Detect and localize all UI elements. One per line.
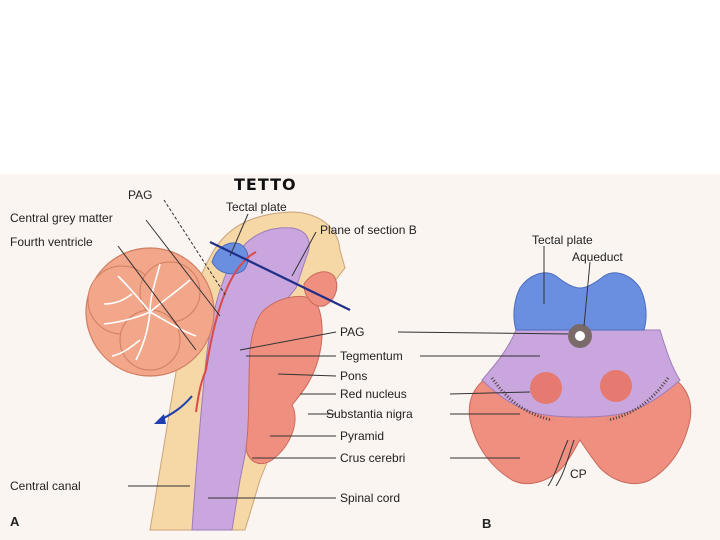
label-central-canal: Central canal — [10, 479, 81, 493]
label-tegmentum: Tegmentum — [340, 349, 403, 363]
label-pyramid: Pyramid — [340, 429, 384, 443]
panel-b: Tectal plate Aqueduct CP B — [398, 233, 691, 531]
label-pons: Pons — [340, 369, 367, 383]
title-text: TETTO — [234, 175, 297, 194]
panel-letter-a: A — [10, 514, 20, 529]
label-substantia-nigra: Substantia nigra — [326, 407, 413, 421]
label-central-grey-matter: Central grey matter — [10, 211, 113, 225]
label-fourth-ventricle: Fourth ventricle — [10, 235, 93, 249]
label-tectal-plate-a: Tectal plate — [226, 200, 287, 214]
panel-letter-b: B — [482, 516, 491, 531]
red-nucleus-left — [530, 372, 562, 404]
label-cp: CP — [570, 467, 587, 481]
label-spinal-cord: Spinal cord — [340, 491, 400, 505]
label-tectal-plate-b: Tectal plate — [532, 233, 593, 247]
aqueduct-b — [575, 331, 585, 341]
cerebellum — [86, 248, 214, 376]
panel-a: PAG Central grey matter Fourth ventricle… — [10, 188, 417, 530]
label-crus-cerebri: Crus cerebri — [340, 451, 405, 465]
pons-region — [246, 296, 322, 463]
label-plane-of-section: Plane of section B — [320, 223, 417, 237]
red-nucleus-right — [600, 370, 632, 402]
csf-flow-arrowhead — [154, 414, 166, 424]
label-red-nucleus: Red nucleus — [340, 387, 407, 401]
label-aqueduct: Aqueduct — [572, 250, 623, 264]
tectum-b — [514, 273, 646, 330]
label-pag-mid: PAG — [340, 325, 364, 339]
label-pag: PAG — [128, 188, 152, 202]
